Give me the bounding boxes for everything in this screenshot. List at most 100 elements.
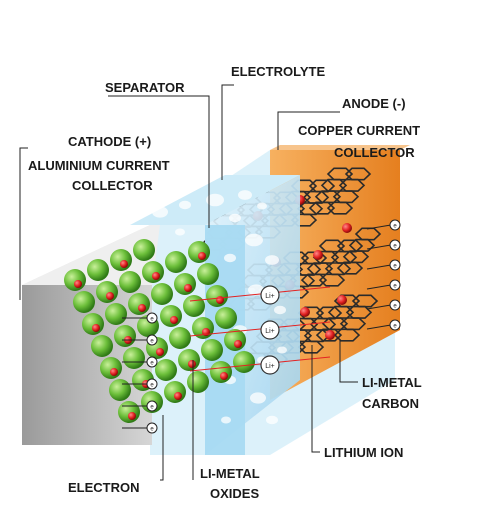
electron-arrow (366, 304, 392, 310)
electron-symbol (146, 334, 158, 346)
label-li-metal-oxides: LI-METAL (200, 466, 260, 481)
electron-arrow (366, 244, 392, 250)
separator-pore (245, 233, 263, 247)
oxide-sphere (100, 357, 122, 379)
lithium-dot (128, 412, 136, 420)
oxide-sphere (114, 325, 136, 347)
ion-path (189, 321, 331, 337)
oxide-sphere (164, 381, 186, 403)
lithium-dot (170, 316, 178, 324)
oxide-sphere (123, 347, 145, 369)
lithium-dot (110, 368, 118, 376)
electron-symbol (146, 378, 158, 390)
separator-pore (238, 190, 252, 200)
lithium-dot (174, 392, 182, 400)
lithium-dot (106, 292, 114, 300)
graphite-hex (315, 328, 343, 342)
lithium-ion-dot (313, 250, 323, 260)
label-electron: ELECTRON (68, 480, 140, 495)
lithium-dot (234, 340, 242, 348)
electron-label: e (393, 264, 397, 270)
lithium-ion-dot (337, 295, 347, 305)
separator-pore (175, 228, 185, 236)
graphite-hex (332, 190, 360, 204)
oxide-sphere (201, 339, 223, 361)
label-separator: SEPARATOR (105, 80, 185, 95)
graphite-hex (344, 167, 372, 181)
oxide-sphere (109, 379, 131, 401)
graphite-hex (351, 294, 379, 308)
electron-symbol (389, 239, 401, 251)
ion-path (189, 356, 331, 372)
lithium-ion-symbol (260, 285, 280, 305)
lithium-dot (152, 272, 160, 280)
lithium-dot (92, 324, 100, 332)
electron-symbol (389, 259, 401, 271)
separator-pore (206, 193, 224, 207)
lithium-ion-dot (325, 330, 335, 340)
electron-label: e (150, 383, 154, 389)
electron-symbol (389, 299, 401, 311)
oxide-sphere (183, 295, 205, 317)
electron-label: e (393, 244, 397, 250)
separator-pore (257, 202, 267, 210)
electron-symbol (146, 422, 158, 434)
oxide-sphere (165, 251, 187, 273)
label-cathode: CATHODE (+) (68, 134, 151, 149)
label-carbon: CARBON (362, 396, 419, 411)
oxide-sphere (87, 259, 109, 281)
ion-label: Li+ (265, 363, 275, 370)
ion-label: Li+ (265, 293, 275, 300)
lithium-ions: Li+Li+Li+ (189, 285, 331, 375)
electron-arrow (366, 324, 392, 330)
electron-label: e (393, 284, 397, 290)
oxide-sphere (169, 327, 191, 349)
electron-label: e (150, 317, 154, 323)
oxide-sphere (215, 307, 237, 329)
separator-pore (277, 346, 287, 354)
label-copper-collector: COLLECTOR (334, 145, 415, 160)
separator (130, 175, 300, 455)
graphite-hex (338, 178, 366, 192)
lithium-dot (120, 260, 128, 268)
electron-arrow (366, 224, 392, 230)
lithium-dot (216, 296, 224, 304)
lithium-dot (220, 372, 228, 380)
oxide-sphere (155, 359, 177, 381)
separator-pore (248, 284, 264, 296)
electron-label: e (150, 339, 154, 345)
lithium-ion-symbol (260, 320, 280, 340)
oxide-sphere (73, 291, 95, 313)
graphite-hex (348, 238, 376, 252)
oxide-sphere (119, 271, 141, 293)
electron-symbol (389, 219, 401, 231)
leader-lines (19, 84, 358, 481)
separator-pore (179, 200, 191, 210)
electron-symbol (146, 400, 158, 412)
separator-pore (266, 415, 278, 425)
lithium-dot (138, 304, 146, 312)
aluminium-current-collector (22, 225, 160, 445)
electron-label: e (150, 427, 154, 433)
oxide-sphere (91, 335, 113, 357)
separator-pore (265, 255, 279, 265)
oxide-sphere (206, 285, 228, 307)
electron-symbol (146, 312, 158, 324)
label-anode: ANODE (-) (342, 96, 406, 111)
graphite-hex (318, 273, 346, 287)
label-aluminium-collector: COLLECTOR (72, 178, 153, 193)
oxide-sphere (82, 313, 104, 335)
oxide-sphere (118, 401, 140, 423)
ion-path (189, 286, 331, 302)
lithium-dot (74, 280, 82, 288)
electron-label: e (393, 324, 397, 330)
graphite-hex (333, 328, 361, 342)
oxide-sphere (133, 239, 155, 261)
graphite-hex (308, 201, 336, 215)
label-oxides: OXIDES (210, 486, 259, 501)
electron-symbol (146, 356, 158, 368)
label-aluminium-current: ALUMINIUM CURRENT (28, 158, 170, 173)
lithium-dot (156, 348, 164, 356)
oxide-sphere (197, 263, 219, 285)
separator-pore (250, 392, 266, 404)
